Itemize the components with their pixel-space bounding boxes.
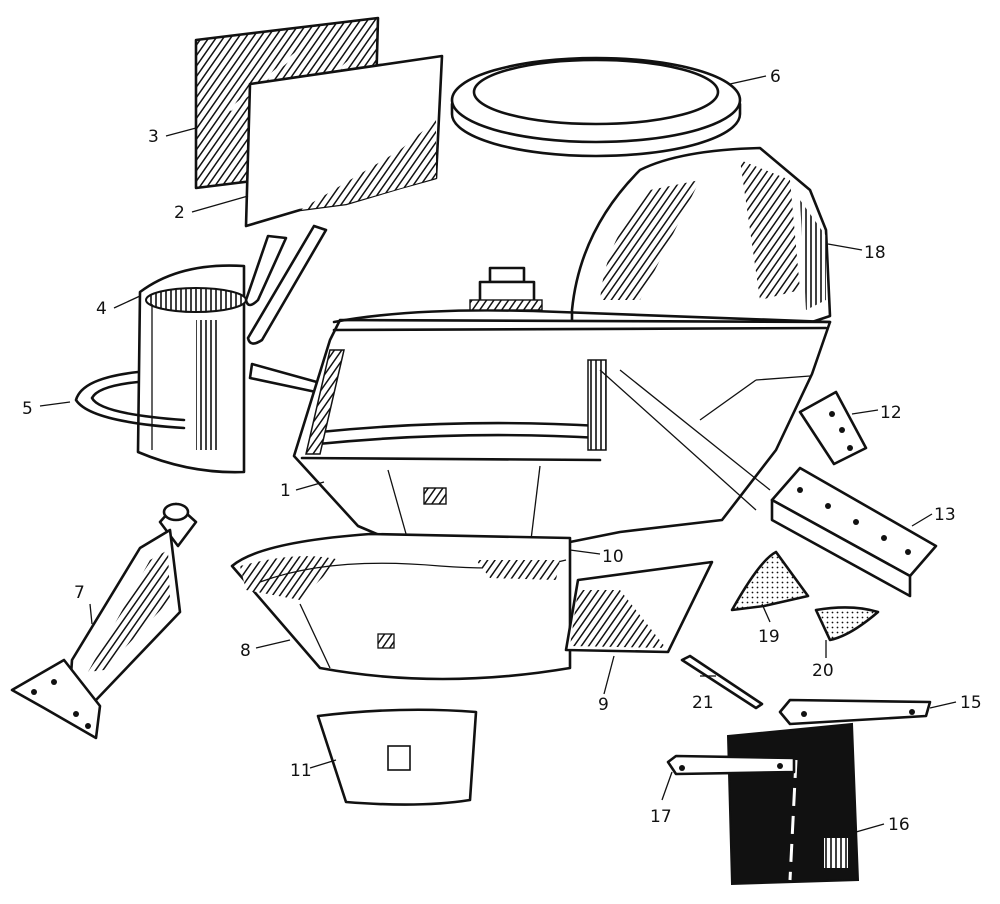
part-18-hood [570, 146, 832, 332]
label-2: 2 [174, 203, 185, 223]
part-labels: 3 2 4 5 6 18 1 12 13 7 8 10 9 19 20 21 1… [22, 67, 982, 835]
label-4: 4 [96, 299, 107, 319]
part-9-side-panel [564, 560, 714, 654]
label-21: 21 [692, 693, 714, 713]
part-13-bar [770, 466, 938, 598]
part-15-rail [778, 698, 932, 726]
label-12: 12 [880, 403, 902, 423]
part-1-cab-body [292, 266, 832, 550]
label-17: 17 [650, 807, 672, 827]
part-2-glass-panel [244, 54, 444, 228]
trim-fragment-a [244, 234, 288, 307]
part-11-cover-plate [316, 708, 478, 806]
part-5-curved-strip [74, 370, 186, 430]
trim-fragment-c [248, 362, 326, 394]
part-17-rail [666, 754, 796, 776]
label-20: 20 [812, 661, 834, 681]
part-19-fragment [730, 550, 810, 612]
label-16: 16 [888, 815, 910, 835]
label-5: 5 [22, 399, 33, 419]
label-13: 13 [934, 505, 956, 525]
part-16-mud-flap [726, 722, 860, 886]
trim-fragment-b [246, 224, 328, 345]
label-1: 1 [280, 481, 291, 501]
part-21-rod [680, 654, 764, 710]
label-7: 7 [74, 583, 85, 603]
part-7-support-post [10, 502, 198, 740]
part-20-fragment [814, 606, 880, 642]
label-18: 18 [864, 243, 886, 263]
part-12-bracket [798, 390, 868, 466]
label-10: 10 [602, 547, 624, 567]
label-19: 19 [758, 627, 780, 647]
label-3: 3 [148, 127, 159, 147]
part-6-ring [450, 56, 742, 158]
leader-lines [39, 75, 957, 833]
label-6: 6 [770, 67, 781, 87]
label-15: 15 [960, 693, 982, 713]
label-9: 9 [598, 695, 609, 715]
label-11: 11 [290, 761, 312, 781]
part-4-cylinder [136, 264, 247, 474]
label-8: 8 [240, 641, 251, 661]
part-8-lower-tub [230, 532, 572, 681]
